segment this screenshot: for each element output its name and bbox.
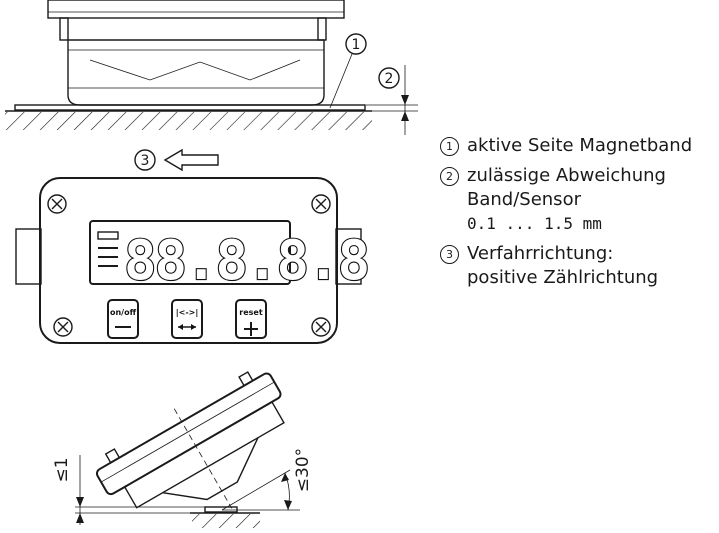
callout-3: 3	[141, 153, 150, 169]
front-view: 88.8.8.8 on/off |<->| reset	[15, 177, 371, 344]
legend-line: 0.1 ... 1.5 mm	[467, 214, 602, 233]
callout-2: 2	[385, 71, 394, 87]
callout-1-top: 1	[352, 37, 361, 53]
svg-text:|<->|: |<->|	[176, 308, 199, 317]
direction-button[interactable]: |<->|	[171, 299, 203, 339]
on-off-button[interactable]: on/off	[107, 299, 139, 339]
svg-text:on/off: on/off	[110, 308, 137, 317]
reset-button[interactable]: reset	[235, 299, 267, 339]
screw-icon	[311, 194, 331, 214]
tilt-angle-label: ≤30°	[293, 448, 313, 492]
display-digits: 88.8.8.8	[124, 229, 368, 292]
legend-number-circle: 2	[440, 167, 459, 186]
screw-icon	[47, 194, 67, 214]
direction-arrow: 3	[134, 148, 219, 172]
tilted-view: ≤1 ≤30°	[52, 371, 313, 528]
legend-number-circle: 3	[440, 245, 459, 264]
legend-line: Band/Sensor	[467, 189, 581, 210]
legend-item: 1 aktive Seite Magnetband	[440, 134, 715, 158]
legend: 1 aktive Seite Magnetband 2 zulässige Abwei…	[440, 134, 715, 296]
tilt-height-label: ≤1	[52, 457, 72, 482]
legend-line: Verfahrrichtung:	[467, 243, 614, 264]
legend-line: positive Zählrichtung	[467, 267, 659, 288]
screw-icon	[53, 317, 73, 337]
svg-text:reset: reset	[239, 308, 263, 317]
legend-number-circle: 1	[440, 137, 459, 156]
legend-line: aktive Seite Magnetband	[467, 135, 693, 156]
legend-line: zulässige Abweichung	[467, 165, 666, 186]
legend-item: 3 Verfahrrichtung: positive Zählrichtung	[440, 242, 715, 290]
top-side-view: 1 2	[5, 0, 418, 135]
screw-icon	[311, 317, 331, 337]
